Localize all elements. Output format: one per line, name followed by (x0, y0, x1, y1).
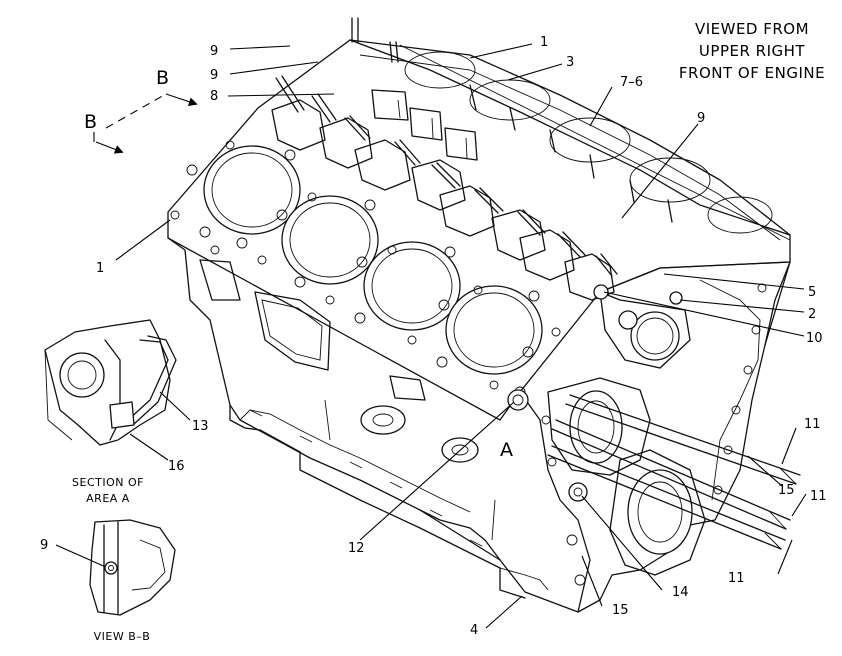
callout-10: 10 (806, 331, 823, 346)
cylinder-bores (203, 145, 543, 375)
block-body (167, 237, 791, 613)
right-bank (349, 39, 791, 241)
callout-14: 14 (672, 585, 689, 600)
header-line-2: UPPER RIGHT (699, 42, 805, 60)
cylinder-bore-3 (363, 241, 461, 331)
view-b-b-label: VIEW B–B (94, 630, 151, 643)
engine-block (167, 17, 801, 613)
callout-3: 3 (566, 55, 574, 70)
callout-7-6: 7–6 (620, 75, 643, 90)
callout-1-top: 1 (540, 35, 548, 50)
callout-11-b: 11 (810, 489, 827, 504)
callout-leaders (55, 43, 807, 629)
callout-9-b: 9 (210, 68, 218, 83)
callout-9-a: 9 (210, 44, 218, 59)
section-label-line-2: AREA A (86, 492, 130, 505)
valley-pockets (271, 99, 615, 301)
callout-5: 5 (808, 285, 816, 300)
callout-8: 8 (210, 89, 218, 104)
section-area-a-detail (44, 319, 177, 446)
cylinder-bore-2 (281, 195, 379, 285)
cylinder-bore-4 (445, 285, 543, 375)
header-line-1: VIEWED FROM (695, 20, 809, 38)
section-label-line-1: SECTION OF (72, 476, 144, 489)
view-b-b-detail (89, 519, 176, 616)
callout-1-left: 1 (96, 261, 104, 276)
area-letter: A (500, 439, 513, 461)
deck-openings (371, 89, 478, 161)
callout-11-c: 11 (728, 571, 745, 586)
block-right-face (599, 261, 791, 346)
callout-11-a: 11 (804, 417, 821, 432)
block-side-details (199, 259, 588, 547)
callout-9-upper-right: 9 (697, 111, 705, 126)
callout-9-view-b: 9 (40, 538, 48, 553)
callout-13: 13 (192, 419, 209, 434)
callout-15-b: 15 (612, 603, 629, 618)
view-letter-left: B (84, 111, 97, 133)
callout-2: 2 (808, 307, 816, 322)
callout-4: 4 (470, 623, 478, 638)
callout-15-a: 15 (778, 483, 795, 498)
header-caption: VIEWED FROM UPPER RIGHT FRONT OF ENGINE (679, 20, 825, 82)
long-bolts (547, 394, 801, 550)
callout-labels: 1 3 7–6 9 9 9 8 1 5 2 10 11 15 11 11 13 … (40, 35, 827, 638)
callout-12: 12 (348, 541, 365, 556)
view-letter-top: B (156, 67, 169, 89)
header-line-3: FRONT OF ENGINE (679, 64, 825, 82)
callout-16: 16 (168, 459, 185, 474)
cylinder-bore-1 (203, 145, 301, 235)
front-face (541, 279, 767, 586)
head-studs (275, 17, 673, 277)
view-arrows (93, 93, 198, 154)
